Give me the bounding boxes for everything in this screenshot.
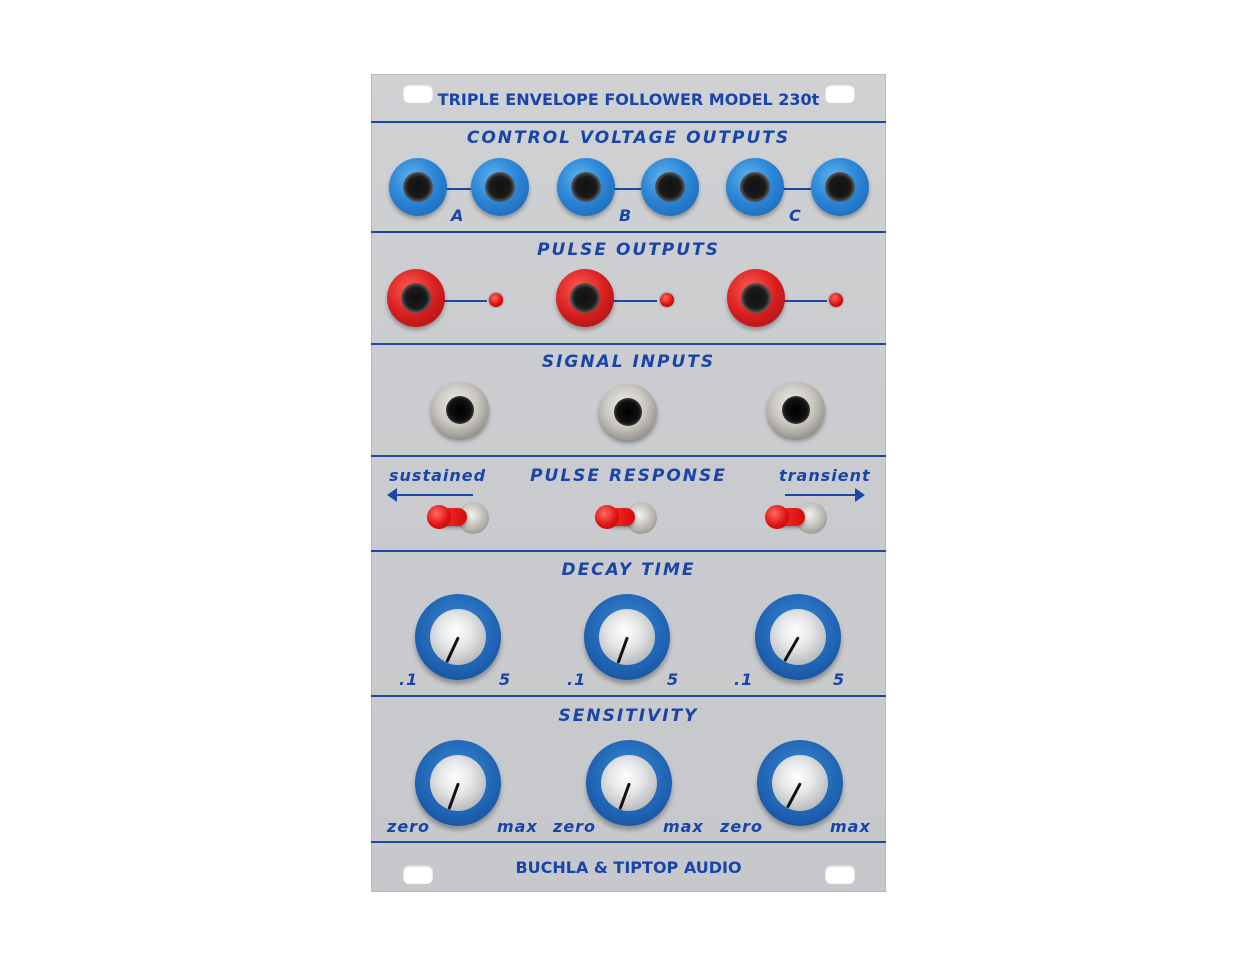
divider — [371, 550, 886, 552]
pulse-response-toggle-1[interactable] — [427, 502, 489, 534]
sensitivity-min-label-3: zero — [720, 817, 764, 836]
sensitivity-max-label-2: max — [663, 817, 704, 836]
cv-label-b: B — [619, 206, 633, 225]
cv-output-jack-c2[interactable] — [811, 158, 869, 216]
divider — [371, 455, 886, 457]
pulse-output-jack-1[interactable] — [387, 269, 445, 327]
sensitivity-max-label-3: max — [830, 817, 871, 836]
sustained-label: sustained — [389, 466, 487, 485]
sensitivity-max-label-1: max — [497, 817, 538, 836]
decay-min-label-1: .1 — [399, 670, 419, 689]
pulse-led-2 — [660, 293, 674, 307]
sensitivity-knob-1[interactable] — [415, 740, 501, 826]
decay-min-label-2: .1 — [567, 670, 587, 689]
cv-link-c — [771, 188, 821, 190]
signal-input-jack-3[interactable] — [767, 382, 825, 438]
module-footer: BUCHLA & TIPTOP AUDIO — [515, 858, 742, 877]
left-arrowhead-icon — [387, 488, 397, 502]
cv-output-jack-b1[interactable] — [557, 158, 615, 216]
pulse-output-jack-3[interactable] — [727, 269, 785, 327]
pulse-output-jack-2[interactable] — [556, 269, 614, 327]
sensitivity-knob-2[interactable] — [586, 740, 672, 826]
mounting-hole-bottom-left — [403, 865, 433, 884]
sensitivity-min-label-1: zero — [387, 817, 431, 836]
module-panel: TRIPLE ENVELOPE FOLLOWER MODEL 230t CONT… — [371, 74, 886, 892]
pulse-link-3 — [781, 300, 827, 302]
decay-max-label-2: 5 — [667, 670, 680, 689]
pulse-led-3 — [829, 293, 843, 307]
transient-label: transient — [779, 466, 871, 485]
cv-output-jack-a2[interactable] — [471, 158, 529, 216]
decay-time-knob-2[interactable] — [584, 594, 670, 680]
right-arrowhead-icon — [855, 488, 865, 502]
mounting-hole-top-right — [825, 84, 855, 103]
divider — [371, 695, 886, 697]
pulse-response-toggle-2[interactable] — [595, 502, 657, 534]
pulse-led-1 — [489, 293, 503, 307]
pulse-response-title: PULSE RESPONSE — [530, 466, 727, 486]
pulse-link-1 — [441, 300, 487, 302]
signal-inputs-title: SIGNAL INPUTS — [541, 352, 716, 372]
right-arrow-icon — [785, 494, 857, 496]
decay-max-label-1: 5 — [499, 670, 512, 689]
cv-label-a: A — [451, 206, 465, 225]
cv-link-b — [605, 188, 655, 190]
sensitivity-knob-3[interactable] — [757, 740, 843, 826]
mounting-hole-bottom-right — [825, 865, 855, 884]
cv-output-jack-b2[interactable] — [641, 158, 699, 216]
sensitivity-title: SENSITIVITY — [558, 706, 699, 726]
divider — [371, 841, 886, 843]
cv-link-a — [435, 188, 485, 190]
decay-time-title: DECAY TIME — [561, 560, 696, 580]
signal-input-jack-1[interactable] — [431, 382, 489, 438]
divider — [371, 231, 886, 233]
cv-label-c: C — [789, 206, 802, 225]
module-title: TRIPLE ENVELOPE FOLLOWER MODEL 230t — [437, 90, 820, 109]
cv-output-jack-a1[interactable] — [389, 158, 447, 216]
decay-max-label-3: 5 — [833, 670, 846, 689]
sensitivity-min-label-2: zero — [553, 817, 597, 836]
signal-input-jack-2[interactable] — [599, 384, 657, 440]
decay-min-label-3: .1 — [734, 670, 754, 689]
decay-time-knob-3[interactable] — [755, 594, 841, 680]
left-arrow-icon — [393, 494, 473, 496]
pulse-outputs-title: PULSE OUTPUTS — [537, 240, 720, 260]
cv-output-jack-c1[interactable] — [726, 158, 784, 216]
mounting-hole-top-left — [403, 84, 433, 103]
decay-time-knob-1[interactable] — [415, 594, 501, 680]
pulse-response-toggle-3[interactable] — [765, 502, 827, 534]
cv-outputs-title: CONTROL VOLTAGE OUTPUTS — [466, 128, 791, 148]
divider — [371, 121, 886, 123]
divider — [371, 343, 886, 345]
pulse-link-2 — [611, 300, 657, 302]
